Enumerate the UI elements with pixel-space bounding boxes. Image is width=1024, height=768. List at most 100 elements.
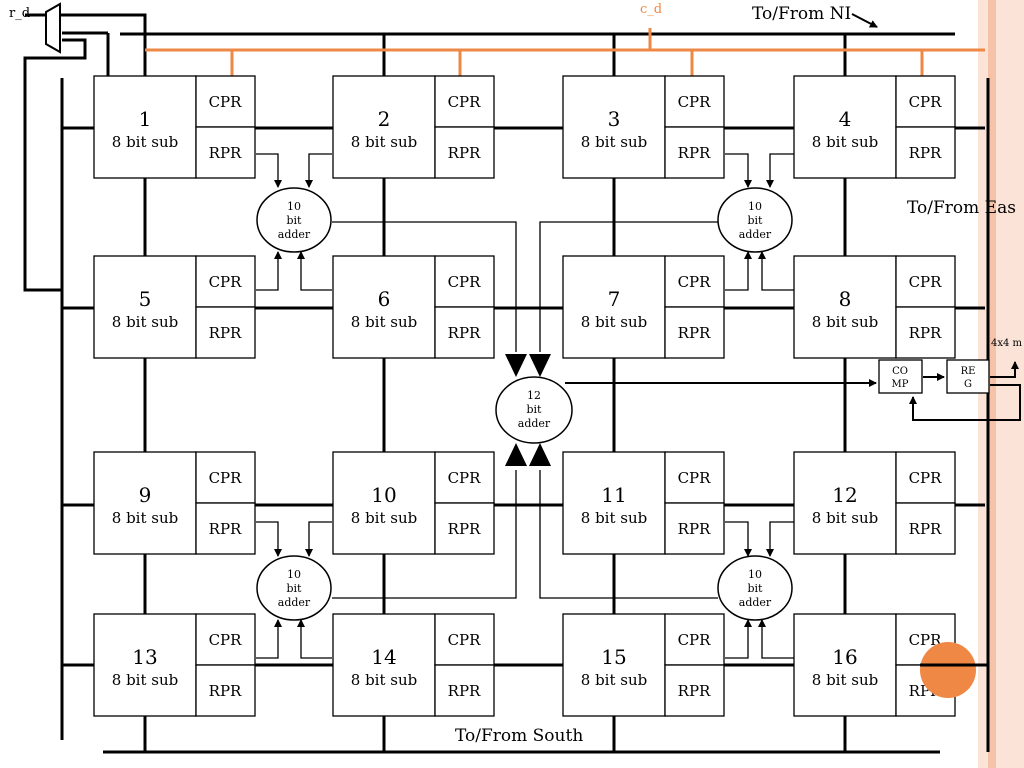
cpr-label: CPR	[209, 93, 243, 111]
adder-12bit: 12 bit adder	[495, 376, 573, 444]
svg-text:CO: CO	[892, 366, 908, 377]
pe-number: 15	[601, 645, 626, 669]
pe-number: 11	[601, 483, 626, 507]
pe-block-7: 7 8 bit sub CPR RPR	[562, 255, 725, 359]
cpr-box	[895, 75, 956, 128]
pe-box	[332, 451, 436, 555]
adder12-line1: 12	[527, 389, 541, 402]
cpr-box	[664, 451, 725, 504]
rpr-box	[195, 502, 256, 555]
cpr-label: CPR	[678, 273, 712, 291]
rpr-label: RPR	[448, 520, 481, 538]
pe-box	[93, 451, 197, 555]
cpr-box	[434, 255, 495, 308]
pe-subtitle: 8 bit sub	[112, 671, 178, 689]
pe-box	[93, 255, 197, 359]
east-label: To/From Eas	[907, 198, 1016, 218]
pe-box	[793, 451, 897, 555]
cpr-label: CPR	[448, 469, 482, 487]
pe-number: 3	[608, 107, 621, 131]
pe-subtitle: 8 bit sub	[112, 133, 178, 151]
cpr-box	[895, 451, 956, 504]
cpr-box	[195, 75, 256, 128]
pe-number: 5	[139, 287, 152, 311]
rpr-label: RPR	[209, 324, 242, 342]
cpr-label: CPR	[209, 469, 243, 487]
rpr-label: RPR	[448, 682, 481, 700]
svg-text:MP: MP	[892, 379, 909, 390]
svg-text:adder: adder	[278, 228, 311, 241]
svg-text:adder: adder	[739, 228, 772, 241]
svg-text:10: 10	[287, 200, 301, 213]
pe-box	[562, 613, 666, 717]
rpr-box	[895, 306, 956, 359]
cpr-label: CPR	[448, 93, 482, 111]
pe-box	[562, 451, 666, 555]
north-label: To/From NI	[752, 4, 851, 24]
pe-number: 16	[832, 645, 857, 669]
pe-box	[93, 613, 197, 717]
rpr-box	[664, 306, 725, 359]
svg-text:bit: bit	[287, 214, 303, 227]
rpr-box	[434, 306, 495, 359]
pe-number: 6	[378, 287, 391, 311]
comp-reg-wiring	[565, 361, 1021, 421]
rpr-label: RPR	[909, 520, 942, 538]
rpr-box	[664, 664, 725, 717]
rpr-label: RPR	[448, 324, 481, 342]
north-arrow	[851, 13, 878, 28]
adder-10bit-top-left: 10 bit adder	[256, 187, 332, 253]
pe-subtitle: 8 bit sub	[812, 671, 878, 689]
pe-subtitle: 8 bit sub	[812, 133, 878, 151]
rpr-label: RPR	[209, 682, 242, 700]
cpr-label: CPR	[448, 273, 482, 291]
pe-box	[332, 613, 436, 717]
adder-wiring	[256, 153, 794, 659]
rpr-label: RPR	[678, 324, 711, 342]
pe-subtitle: 8 bit sub	[581, 313, 647, 331]
svg-text:10: 10	[287, 568, 301, 581]
pe-number: 7	[608, 287, 621, 311]
rpr-box	[434, 664, 495, 717]
svg-text:adder: adder	[739, 596, 772, 609]
rpr-label: RPR	[909, 144, 942, 162]
adder-10bit-top-right: 10 bit adder	[717, 187, 793, 253]
pe-number: 13	[132, 645, 157, 669]
rd-label: r_d	[9, 6, 30, 21]
pe-number: 1	[139, 107, 152, 131]
rpr-box	[895, 502, 956, 555]
cpr-label: CPR	[909, 469, 943, 487]
cpr-label: CPR	[448, 631, 482, 649]
cd-label: c_d	[640, 2, 662, 17]
adder-10bit-bottom-right: 10 bit adder	[717, 555, 793, 621]
rpr-box	[434, 502, 495, 555]
cpr-label: CPR	[209, 273, 243, 291]
pe-subtitle: 8 bit sub	[812, 509, 878, 527]
svg-text:bit: bit	[287, 582, 303, 595]
rpr-box	[434, 126, 495, 179]
pe-subtitle: 8 bit sub	[351, 671, 417, 689]
pe-subtitle: 8 bit sub	[812, 313, 878, 331]
svg-text:bit: bit	[748, 214, 764, 227]
pe-subtitle: 8 bit sub	[112, 509, 178, 527]
pe-box	[332, 255, 436, 359]
pe-box	[793, 75, 897, 179]
rpr-box	[195, 664, 256, 717]
cpr-label: CPR	[678, 93, 712, 111]
rpr-label: RPR	[678, 682, 711, 700]
cpr-box	[434, 613, 495, 666]
pe-number: 9	[139, 483, 152, 507]
cpr-label: CPR	[209, 631, 243, 649]
cpr-label: CPR	[678, 631, 712, 649]
